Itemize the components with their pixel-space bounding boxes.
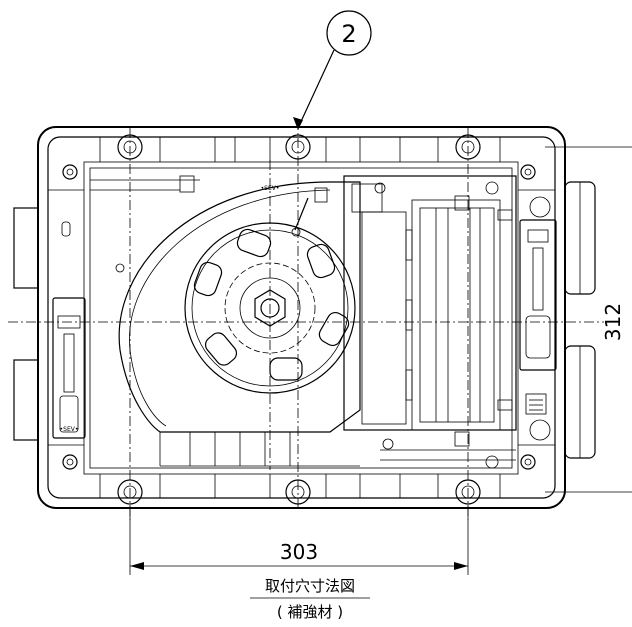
caption-subtitle: ( 補強材 ) bbox=[277, 603, 343, 621]
dim-arrow-right bbox=[454, 562, 468, 570]
outer-frame bbox=[37, 126, 566, 509]
dimension-horizontal: 303 bbox=[129, 505, 469, 575]
center-lines bbox=[8, 120, 604, 520]
right-bracket bbox=[519, 219, 557, 415]
right-ducts bbox=[564, 181, 596, 459]
left-stamp: •SEV• bbox=[60, 426, 79, 433]
callout-number: 2 bbox=[341, 20, 356, 48]
caption-title: 取付穴寸法図 bbox=[265, 577, 355, 595]
left-tabs bbox=[13, 207, 71, 441]
dimension-312: 312 bbox=[601, 303, 625, 341]
fan-housing: •SEV• bbox=[90, 175, 361, 467]
dimension-303: 303 bbox=[280, 540, 318, 564]
top-stamp: •SEV• bbox=[261, 185, 280, 192]
callout-balloon: 2 bbox=[293, 10, 372, 130]
caption: 取付穴寸法図 ( 補強材 ) bbox=[250, 577, 370, 621]
dim-arrow-left bbox=[130, 562, 144, 570]
frame-ribs bbox=[48, 137, 555, 498]
left-bracket: •SEV• bbox=[52, 297, 86, 439]
dimension-vertical: 312 bbox=[545, 146, 632, 493]
damper-assembly bbox=[343, 175, 517, 461]
